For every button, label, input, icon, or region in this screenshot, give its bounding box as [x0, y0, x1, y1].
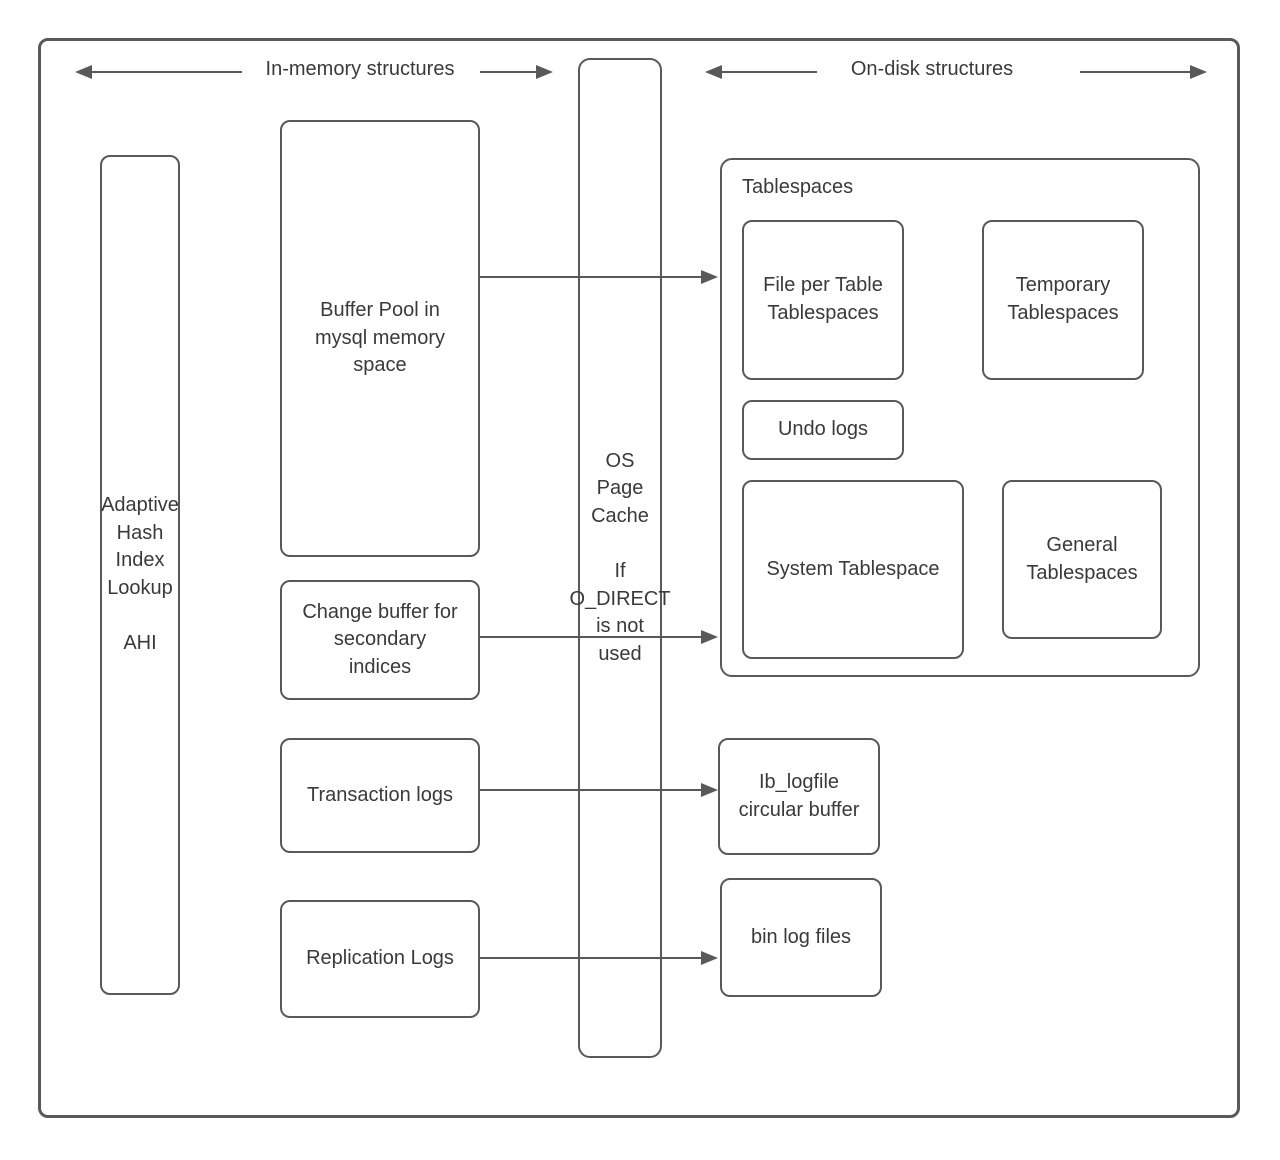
arrow-right-icon [701, 270, 718, 284]
change-buffer-label: Change buffer for secondary indices [302, 600, 458, 678]
temporary-tablespaces-label: Temporary Tablespaces [1007, 274, 1119, 324]
box-file-per-table-tablespaces: File per Table Tablespaces [742, 220, 904, 380]
arrow-left-icon [705, 65, 722, 79]
ib-logfile-label: Ib_logfile circular buffer [738, 770, 860, 821]
undo-logs-label: Undo logs [777, 418, 869, 441]
tablespaces-container: Tablespaces File per Table Tablespaces T… [720, 158, 1200, 677]
general-tablespaces-label: General Tablespaces [1026, 533, 1138, 584]
box-bin-log-files: bin log files [720, 878, 882, 997]
box-system-tablespace: System Tablespace [742, 480, 964, 659]
replication-logs-label: Replication Logs [306, 947, 454, 970]
arrow-right-icon [701, 630, 718, 644]
diagram-outer-frame [38, 38, 1240, 1118]
arrow-right-icon [1190, 65, 1207, 79]
bin-log-files-label: bin log files [750, 925, 852, 948]
in-memory-structures-label: In-memory structures [265, 58, 455, 80]
box-undo-logs: Undo logs [742, 400, 904, 460]
box-replication-logs: Replication Logs [280, 900, 480, 1018]
box-temporary-tablespaces: Temporary Tablespaces [982, 220, 1144, 380]
box-buffer-pool: Buffer Pool in mysql memory space [280, 120, 480, 557]
box-transaction-logs: Transaction logs [280, 738, 480, 853]
box-adaptive-hash-index: Adaptive Hash Index Lookup AHI [100, 155, 180, 995]
arrow-right-icon [536, 65, 553, 79]
system-tablespace-label: System Tablespace [766, 557, 940, 580]
box-change-buffer: Change buffer for secondary indices [280, 580, 480, 700]
arrow-right-icon [701, 783, 718, 797]
arrow-right-icon [701, 951, 718, 965]
box-os-page-cache: OS Page Cache If O_DIRECT is not used [569, 58, 671, 1058]
box-ib-logfile: Ib_logfile circular buffer [718, 738, 880, 855]
transaction-logs-label: Transaction logs [307, 783, 453, 806]
buffer-pool-label: Buffer Pool in mysql memory space [314, 299, 445, 377]
box-general-tablespaces: General Tablespaces [1002, 480, 1162, 639]
os-page-cache-label: OS Page Cache If O_DIRECT is not used [569, 449, 671, 665]
tablespaces-title: Tablespaces [742, 176, 854, 198]
arrow-left-icon [75, 65, 92, 79]
on-disk-structures-label: On-disk structures [850, 58, 1014, 80]
file-per-table-tablespaces-label: File per Table Tablespaces [763, 274, 883, 324]
adaptive-hash-index-label: Adaptive Hash Index Lookup AHI [101, 494, 179, 655]
